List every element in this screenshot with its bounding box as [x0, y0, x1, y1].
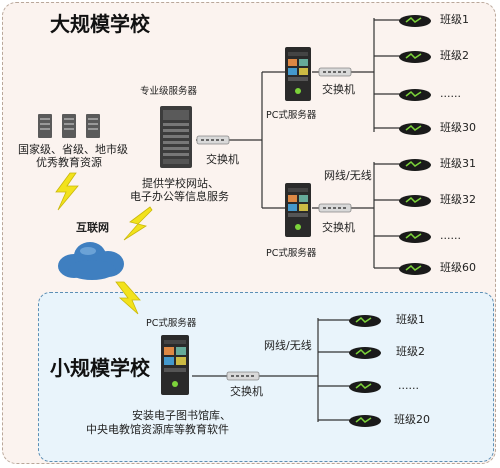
class-label: 班级31: [440, 157, 476, 170]
internet-label: 互联网: [76, 221, 109, 234]
class-ellipsis: ......: [398, 379, 419, 392]
small-link-label: 网线/无线: [264, 339, 312, 352]
pc-server-icon: [285, 47, 311, 101]
resource-servers-icon: [38, 114, 100, 138]
class-terminal-icon: [399, 263, 431, 275]
switch-icon: [318, 67, 352, 77]
class-ellipsis: ......: [440, 87, 461, 100]
class-terminal-icon: [349, 315, 381, 327]
class-label: 班级1: [440, 13, 469, 26]
lightning-bolt-icon: [123, 206, 153, 241]
class-label: 班级2: [440, 49, 469, 62]
class-terminal-icon: [349, 415, 381, 427]
class-label: 班级32: [440, 193, 476, 206]
class-terminal-icon: [399, 89, 431, 101]
class-label: 班级60: [440, 261, 476, 274]
lightning-bolt-icon: [115, 281, 141, 315]
pro-switch-label: 交换机: [206, 153, 239, 166]
link-label: 网线/无线: [324, 169, 372, 182]
pro-server-caption-1: 提供学校网站、: [142, 177, 219, 190]
switch-icon: [318, 203, 352, 213]
class-terminal-icon: [399, 195, 431, 207]
pro-server-label: 专业级服务器: [140, 86, 198, 97]
class-terminal-icon: [399, 51, 431, 63]
pro-server-icon: [160, 106, 192, 168]
small-caption-1: 安装电子图书馆库、: [132, 409, 231, 422]
lightning-bolt-icon: [55, 172, 79, 211]
large-school-title: 大规模学校: [50, 12, 150, 36]
small-switch-label: 交换机: [230, 385, 263, 398]
class-terminal-icon: [399, 15, 431, 27]
pro-server-caption-2: 电子办公等信息服务: [130, 190, 229, 203]
class-terminal-icon: [399, 231, 431, 243]
small-caption-2: 中央电教馆资源库等教育软件: [86, 423, 229, 436]
pc-server-icon: [285, 183, 311, 237]
pro-switch-icon: [196, 135, 230, 145]
resources-line-2: 优秀教育资源: [36, 156, 102, 169]
small-school-title: 小规模学校: [50, 356, 150, 380]
small-pc-server-label: PC式服务器: [146, 318, 197, 329]
switch-label: 交换机: [322, 83, 355, 96]
class-terminal-icon: [349, 347, 381, 359]
class-terminal-icon: [399, 123, 431, 135]
class-label: 班级30: [440, 121, 476, 134]
class-terminal-icon: [349, 381, 381, 393]
resources-line-1: 国家级、省级、地市级: [18, 143, 128, 156]
class-label: 班级1: [396, 313, 425, 326]
class-terminal-icon: [399, 159, 431, 171]
switch-icon: [226, 371, 260, 381]
small-school-panel: [38, 292, 494, 462]
cloud-icon: [58, 242, 124, 280]
pc-server-label: PC式服务器: [266, 110, 317, 121]
switch-label: 交换机: [322, 221, 355, 234]
class-label: 班级20: [394, 413, 430, 426]
class-ellipsis: ......: [440, 229, 461, 242]
pc-server-label: PC式服务器: [266, 248, 317, 259]
pc-server-icon: [161, 335, 189, 395]
class-label: 班级2: [396, 345, 425, 358]
